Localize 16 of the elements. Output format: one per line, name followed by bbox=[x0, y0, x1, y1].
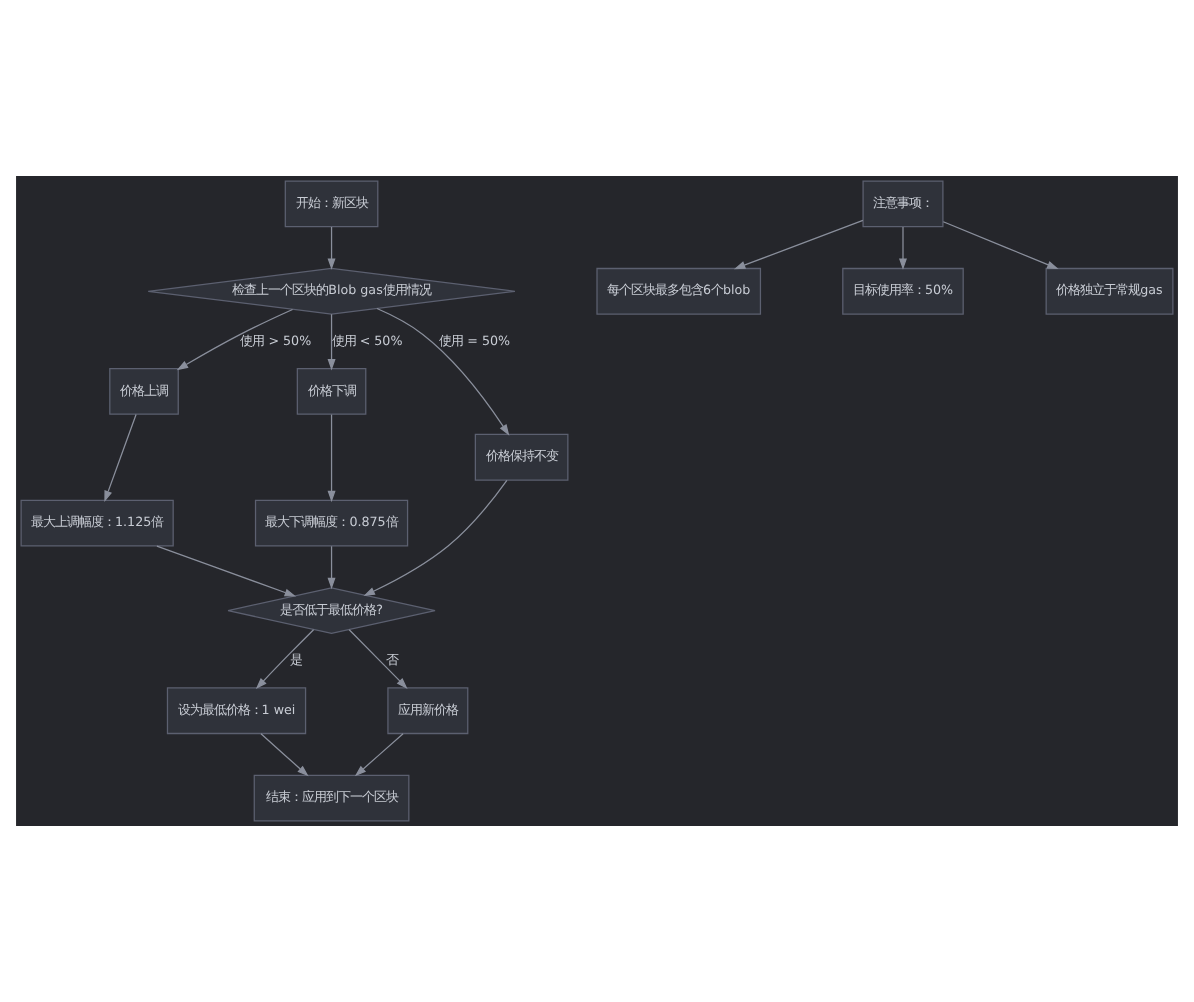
arrow bbox=[176, 308, 294, 371]
arrow bbox=[255, 629, 315, 689]
arrow bbox=[156, 545, 297, 597]
arrow bbox=[363, 479, 508, 596]
arrow bbox=[327, 413, 336, 503]
arrow bbox=[327, 226, 336, 270]
arrow bbox=[733, 219, 864, 270]
arrow bbox=[376, 307, 510, 436]
arrow bbox=[260, 733, 309, 777]
arrow bbox=[942, 221, 1059, 270]
arrow bbox=[327, 313, 336, 371]
arrow bbox=[327, 545, 336, 590]
arrow bbox=[899, 226, 907, 270]
arrow bbox=[104, 413, 137, 503]
arrow bbox=[354, 733, 404, 777]
arrow bbox=[348, 629, 408, 689]
